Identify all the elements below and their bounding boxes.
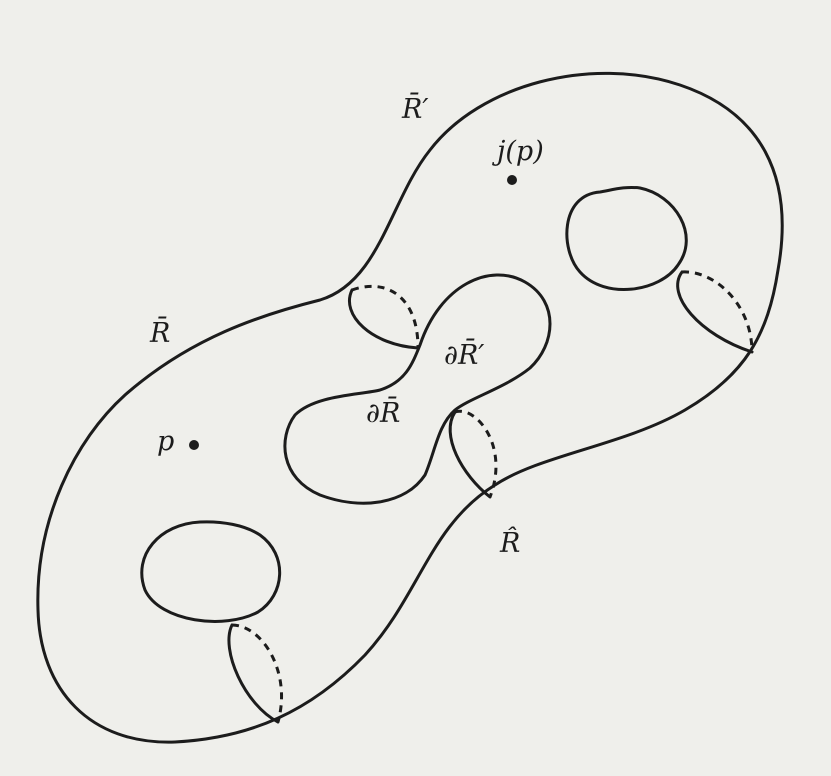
cycle-back-right [681, 270, 754, 353]
label-r-bar: R̄ [149, 315, 170, 349]
cycle-back-inner [454, 409, 498, 498]
cycle-front-neck [348, 288, 420, 350]
cycle-back-neck [351, 284, 420, 349]
handle-hole-left [140, 520, 282, 623]
label-j-p: j(p) [492, 136, 544, 167]
label-boundary-r-bar-prime: ∂R̄′ [444, 337, 484, 371]
label-r-bar-prime: R̄′ [401, 91, 428, 125]
handle-hole-right [565, 186, 688, 291]
point-j-p [507, 175, 517, 185]
cycle-front-right [676, 270, 754, 354]
outer-surface-boundary [36, 71, 784, 744]
cycle-front-left [227, 623, 280, 724]
inner-boundary-hole [283, 273, 552, 505]
point-p [189, 440, 199, 450]
cycle-back-left [231, 623, 284, 723]
label-r-hat: R̂ [499, 526, 520, 559]
label-p: p [157, 426, 174, 457]
label-boundary-r-bar: ∂R̄ [366, 395, 400, 429]
cycle-front-inner [448, 410, 492, 499]
